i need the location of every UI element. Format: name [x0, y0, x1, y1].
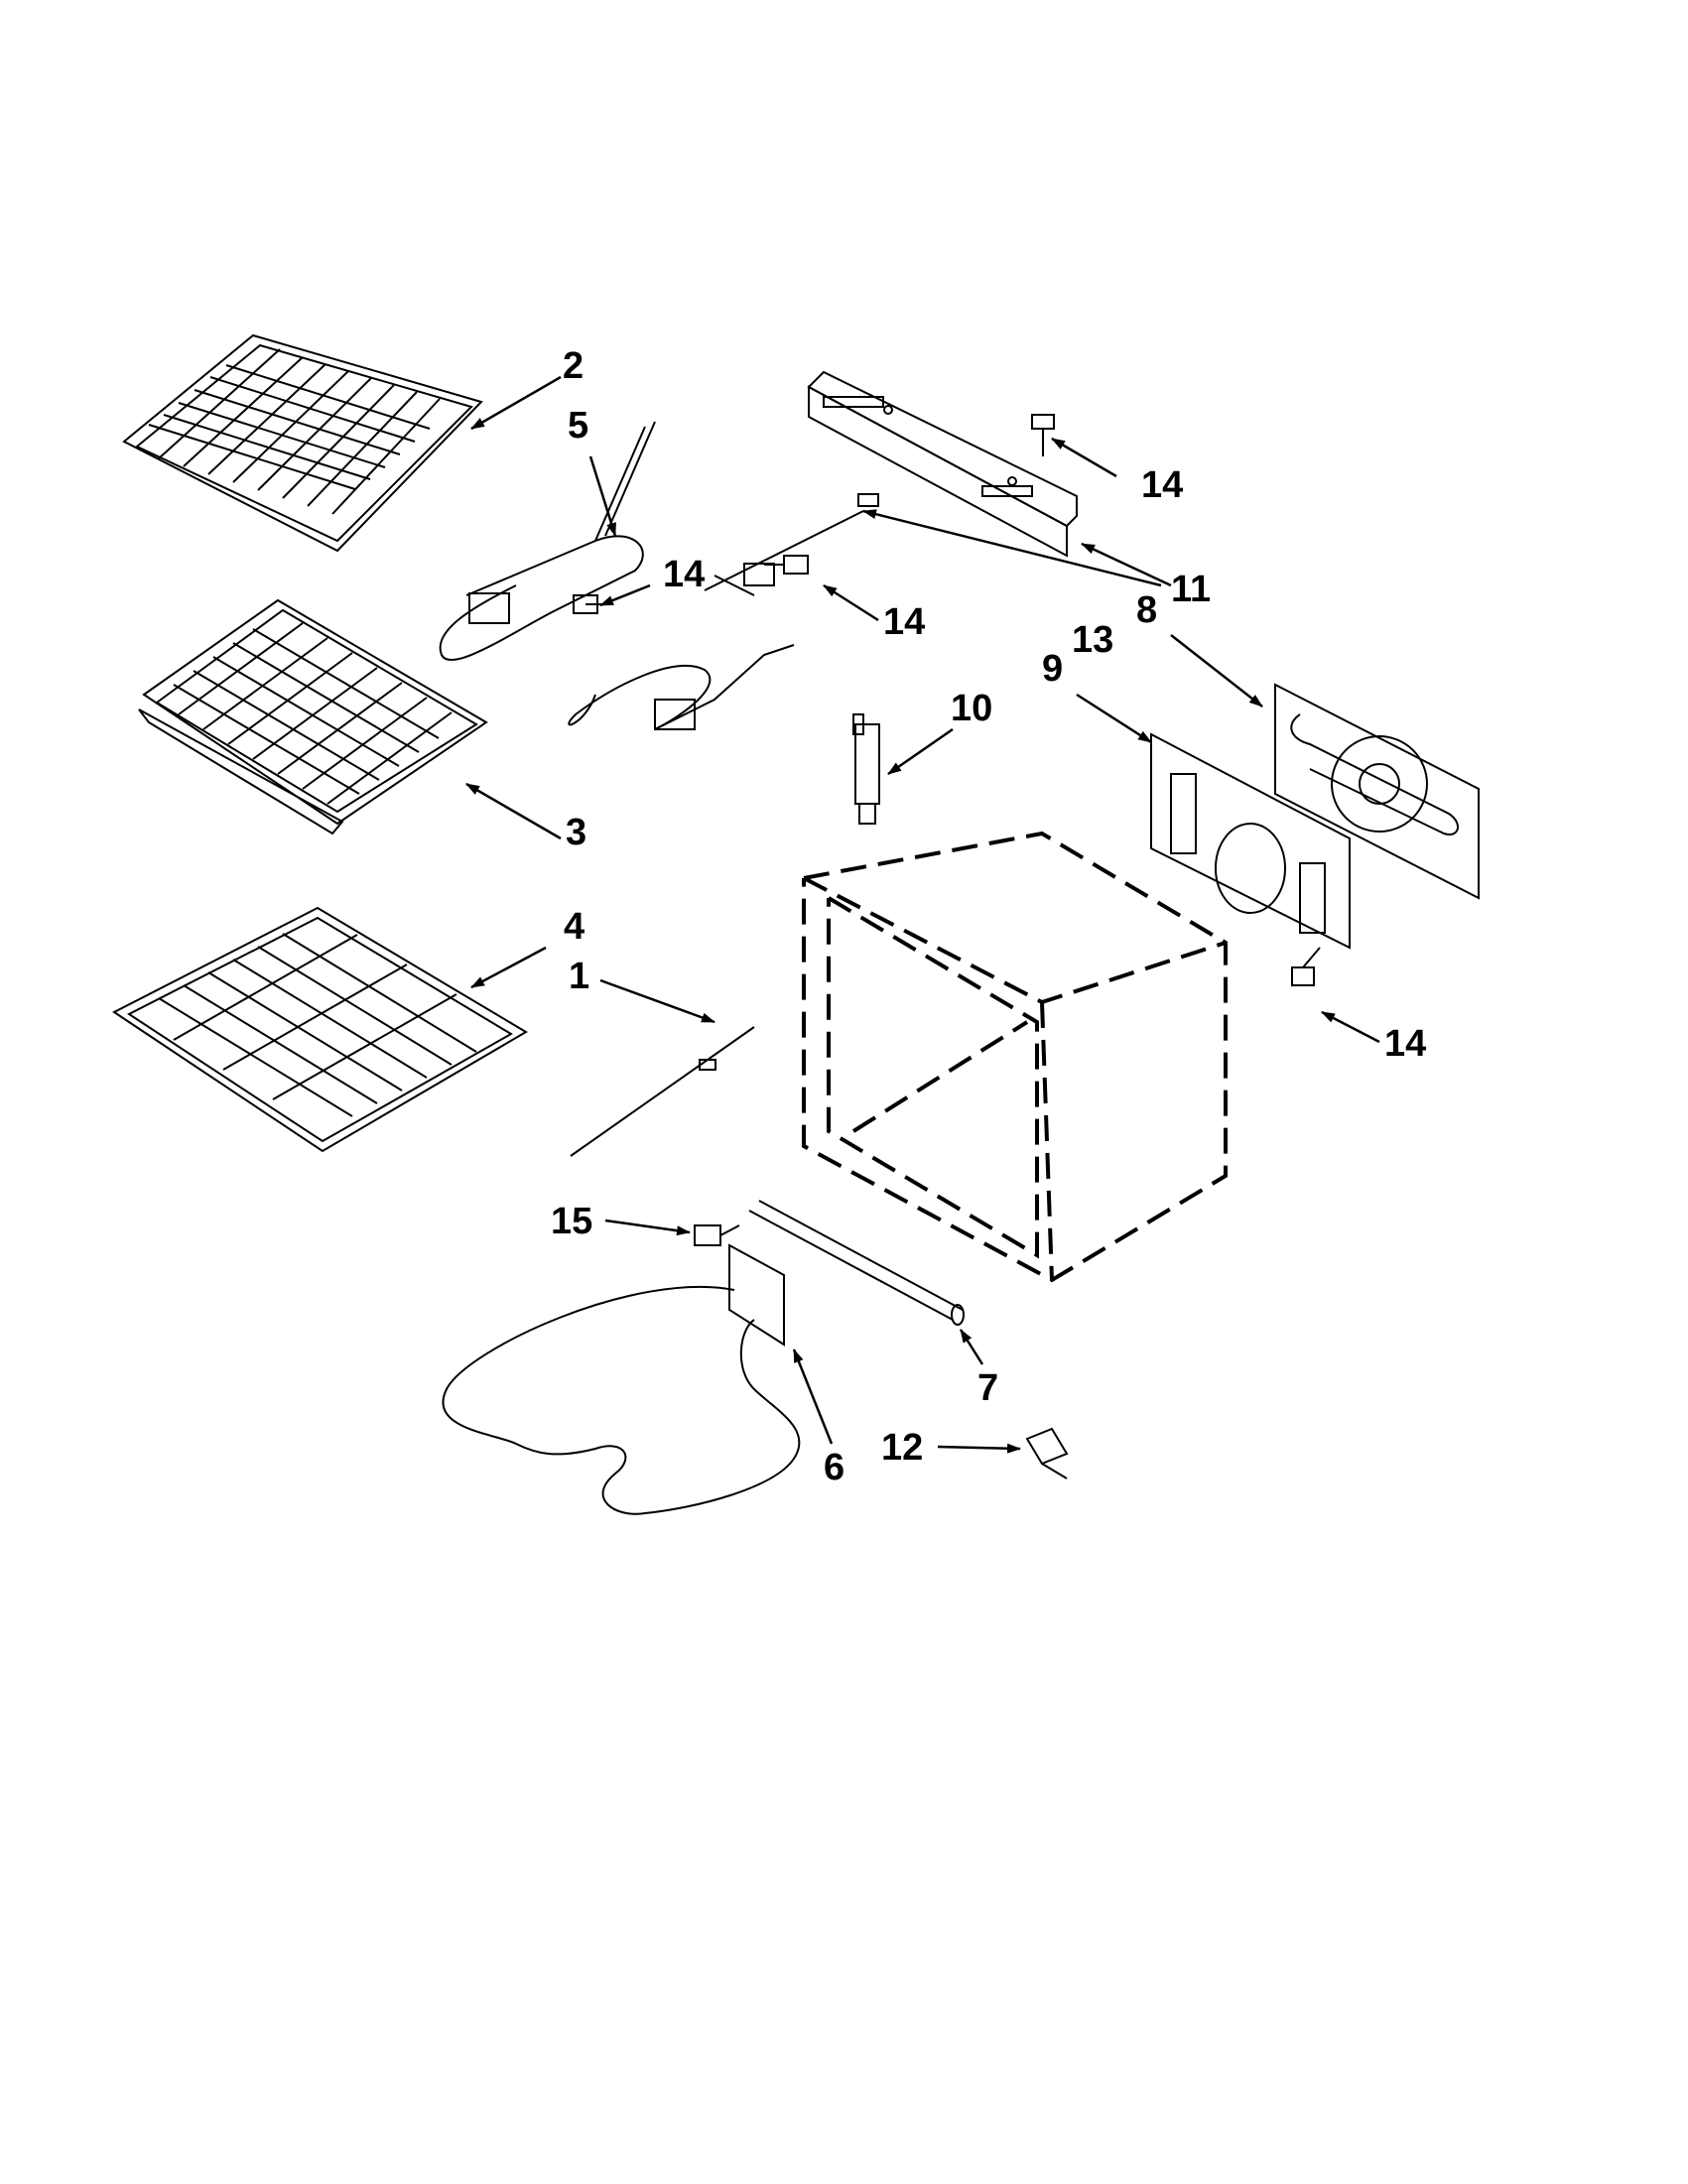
callout-14: 14 — [663, 554, 706, 595]
callout-14: 14 — [1141, 464, 1184, 506]
callout-10: 10 — [951, 688, 993, 729]
callout-1: 1 — [569, 956, 590, 997]
oven-rack-3 — [138, 598, 488, 835]
callout-4: 4 — [564, 906, 585, 948]
bracket-clip-12 — [1025, 1427, 1069, 1479]
callout-3: 3 — [566, 812, 587, 853]
convection-cover-9 — [1150, 732, 1351, 950]
callout-5: 5 — [568, 405, 589, 447]
callout-6: 6 — [824, 1447, 845, 1488]
broil-element-5 — [439, 421, 795, 730]
screw-14-right — [1291, 947, 1321, 986]
oven-rack-2 — [122, 333, 483, 553]
probe-sensor-13 — [704, 493, 879, 596]
screw-14-top — [1031, 414, 1055, 456]
callout-8: 8 — [1136, 589, 1158, 631]
temperature-sensor-1 — [570, 1026, 755, 1157]
screw-14-center — [764, 555, 809, 575]
callout-9: 9 — [1042, 648, 1064, 690]
oven-cavity-outline — [802, 831, 1228, 1283]
callout-12: 12 — [881, 1427, 924, 1469]
bracket-11 — [807, 370, 1078, 558]
callout-14: 14 — [883, 601, 926, 643]
oven-rack-4 — [112, 906, 528, 1153]
thermal-fuse-10 — [852, 713, 880, 825]
bake-element-6 — [442, 1243, 801, 1515]
screw-15 — [694, 1224, 740, 1246]
callout-13: 13 — [1072, 619, 1114, 661]
callout-2: 2 — [563, 345, 584, 387]
callout-11: 11 — [1171, 569, 1212, 610]
convection-fan-element-8 — [1274, 683, 1480, 900]
callout-7: 7 — [977, 1367, 999, 1409]
leader-lines — [465, 375, 1380, 1454]
insulation-tube-7 — [748, 1200, 965, 1326]
callout-15: 15 — [551, 1201, 593, 1242]
callout-14: 14 — [1384, 1023, 1427, 1065]
